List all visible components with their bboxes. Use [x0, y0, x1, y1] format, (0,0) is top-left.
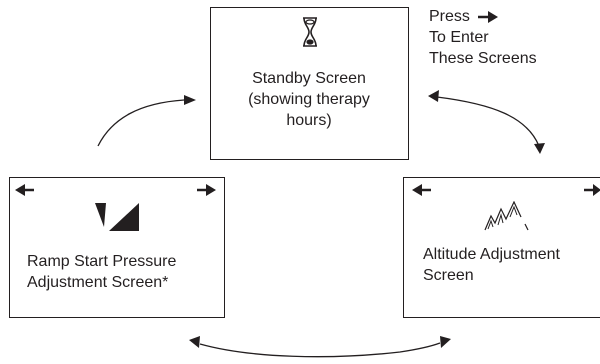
standby-altitude-arrowhead-bottom	[534, 143, 545, 154]
hourglass-icon	[303, 17, 317, 47]
altitude-ramp-arrow	[199, 342, 441, 358]
standby-altitude-arrowhead-top	[428, 90, 439, 102]
ramp-label-line2: Adjustment Screen*	[27, 274, 169, 291]
ramp-to-standby-arrowhead	[184, 95, 196, 105]
press-note-line1: Press	[429, 6, 537, 27]
right-arrow-icon	[197, 184, 216, 196]
altitude-label: Altitude Adjustment Screen	[423, 244, 560, 286]
standby-label-line3: hours)	[286, 112, 332, 129]
press-note-line2: To Enter	[429, 29, 489, 46]
standby-screen-box: Standby Screen (showing therapy hours)	[210, 7, 409, 160]
right-arrow-icon	[478, 10, 499, 23]
mountain-peaks-icon	[484, 201, 529, 231]
ramp-to-standby-arrow	[97, 99, 185, 147]
standby-label: Standby Screen (showing therapy hours)	[211, 68, 407, 131]
standby-label-line2: (showing therapy	[248, 91, 370, 108]
right-arrow-icon	[584, 184, 600, 196]
altitude-screen-box: Altitude Adjustment Screen	[403, 177, 600, 318]
altitude-label-line2: Screen	[423, 267, 474, 284]
standby-label-line1: Standby Screen	[252, 70, 366, 87]
altitude-ramp-arrowhead-right	[440, 336, 451, 348]
altitude-label-line1: Altitude Adjustment	[423, 246, 560, 263]
press-note: Press To Enter These Screens	[429, 6, 537, 69]
press-note-line3: These Screens	[429, 50, 537, 67]
left-arrow-icon	[15, 184, 34, 196]
ramp-triangle-icon	[95, 203, 139, 231]
left-arrow-icon	[412, 184, 431, 196]
standby-altitude-arrow	[436, 96, 540, 147]
ramp-screen-box: Ramp Start Pressure Adjustment Screen*	[9, 177, 225, 318]
altitude-ramp-arrowhead-left	[189, 336, 200, 348]
ramp-label: Ramp Start Pressure Adjustment Screen*	[27, 251, 176, 293]
ramp-label-line1: Ramp Start Pressure	[27, 253, 177, 270]
